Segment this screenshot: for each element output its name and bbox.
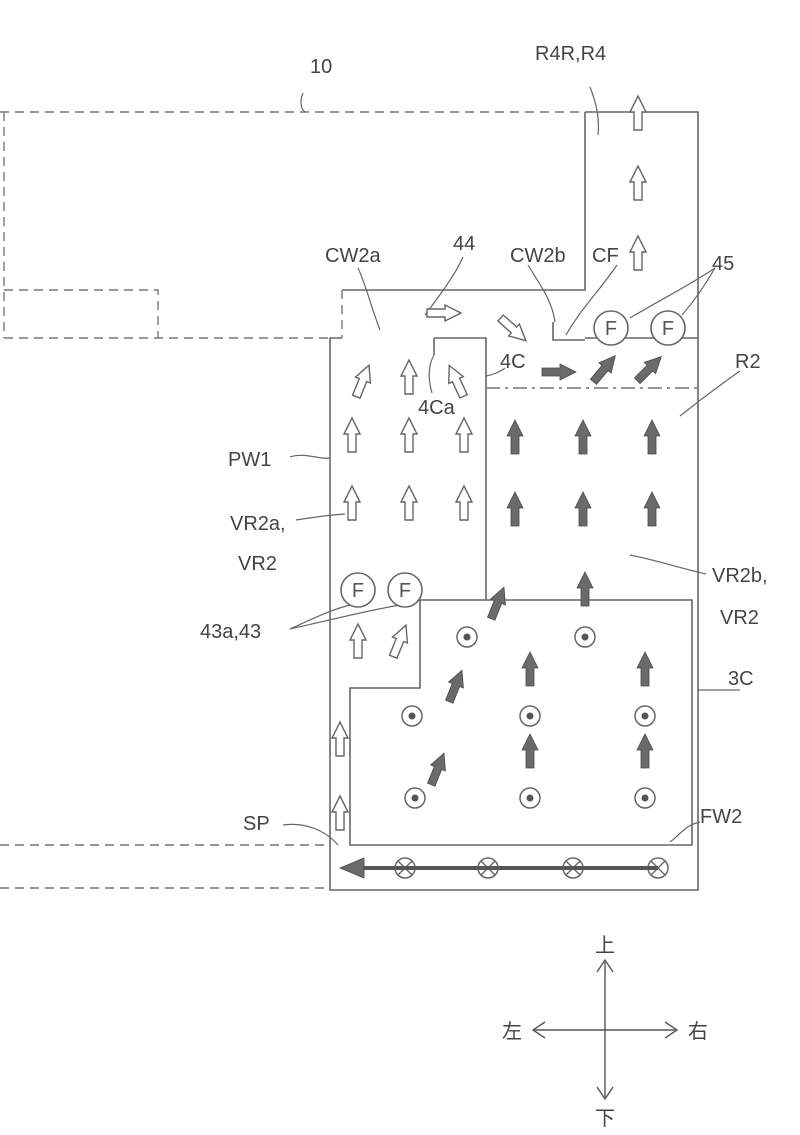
flow-arrow: [456, 486, 472, 520]
label-cw2a: CW2a: [325, 245, 381, 267]
flow-arrow: [401, 360, 417, 394]
flow-arrow: [630, 166, 646, 200]
direction-indicator: 上 下 左 右: [502, 933, 708, 1130]
flow-arrow: [442, 667, 470, 705]
direction-up-label: 上: [595, 933, 615, 957]
flow-arrow: [350, 624, 366, 658]
flow-arrow: [386, 622, 414, 660]
flow-arrow: [344, 486, 360, 520]
flow-arrow: [630, 96, 646, 130]
node: [520, 788, 540, 808]
fan-43a-right: F: [388, 573, 422, 607]
node: [457, 627, 477, 647]
label-vr2b: VR2b,: [712, 565, 768, 587]
flow-arrow: [401, 418, 417, 452]
node: [575, 627, 595, 647]
solid-flow-arrows: [424, 351, 667, 788]
fan-symbol: F: [352, 580, 364, 602]
flow-arrow: [495, 312, 531, 347]
node: [520, 706, 540, 726]
label-4c: 4C: [500, 351, 526, 373]
leader-lines: [283, 87, 740, 845]
flow-arrow: [575, 420, 591, 454]
flow-arrow: [332, 796, 348, 830]
fan-symbol: F: [605, 318, 617, 340]
flow-arrow: [507, 420, 523, 454]
label-4ca: 4Ca: [418, 397, 456, 419]
node: [402, 706, 422, 726]
exhaust-arrow: [340, 858, 658, 878]
flow-arrow: [522, 734, 538, 768]
fan-45-right: F: [651, 311, 685, 345]
node: [635, 706, 655, 726]
flow-arrow: [637, 734, 653, 768]
label-fw2: FW2: [700, 806, 742, 828]
flow-arrow: [637, 652, 653, 686]
flow-arrow: [587, 351, 621, 387]
flow-arrow: [507, 492, 523, 526]
direction-down-label: 下: [595, 1106, 615, 1130]
flow-arrow: [349, 362, 377, 400]
flow-arrow: [522, 652, 538, 686]
fans-45: F F: [594, 311, 685, 345]
fan-45-left: F: [594, 311, 628, 345]
label-cf: CF: [592, 245, 619, 267]
flow-arrow: [424, 750, 452, 788]
hollow-flow-arrows: [332, 96, 646, 830]
flow-arrow: [332, 722, 348, 756]
fan-symbol: F: [662, 318, 674, 340]
reference-labels: 10 R4R,R4 CW2a 44 CW2b CF 45 4C 4Ca R2 P…: [200, 43, 768, 835]
label-44: 44: [453, 233, 475, 255]
flow-arrow: [456, 418, 472, 452]
flow-arrow: [644, 492, 660, 526]
direction-left-label: 左: [502, 1019, 522, 1043]
flow-arrow: [484, 584, 512, 622]
fans-43: F F: [341, 573, 422, 607]
flow-arrow: [442, 362, 471, 400]
housing-outline-10: [0, 112, 585, 888]
flow-arrow: [577, 572, 593, 606]
flow-arrow: [575, 492, 591, 526]
flow-arrow: [401, 486, 417, 520]
flow-arrow: [644, 420, 660, 454]
direction-right-label: 右: [688, 1019, 708, 1043]
label-cw2b: CW2b: [510, 245, 566, 267]
flow-arrow: [427, 305, 461, 321]
fan-symbol: F: [399, 580, 411, 602]
node: [635, 788, 655, 808]
label-43a-43: 43a,43: [200, 621, 261, 643]
label-sp: SP: [243, 813, 270, 835]
flow-arrow: [344, 418, 360, 452]
flow-arrow: [630, 236, 646, 270]
label-vr2a-2: VR2: [238, 553, 277, 575]
label-pw1: PW1: [228, 449, 271, 471]
label-r2: R2: [735, 351, 761, 373]
flow-arrow: [542, 364, 576, 380]
flow-arrow: [632, 351, 667, 386]
label-vr2a: VR2a,: [230, 513, 286, 535]
label-r4r-r4: R4R,R4: [535, 43, 606, 65]
label-45: 45: [712, 253, 734, 275]
label-10: 10: [310, 56, 332, 78]
label-vr2b-2: VR2: [720, 607, 759, 629]
node: [405, 788, 425, 808]
label-3c: 3C: [728, 668, 754, 690]
fan-43a-left: F: [341, 573, 375, 607]
